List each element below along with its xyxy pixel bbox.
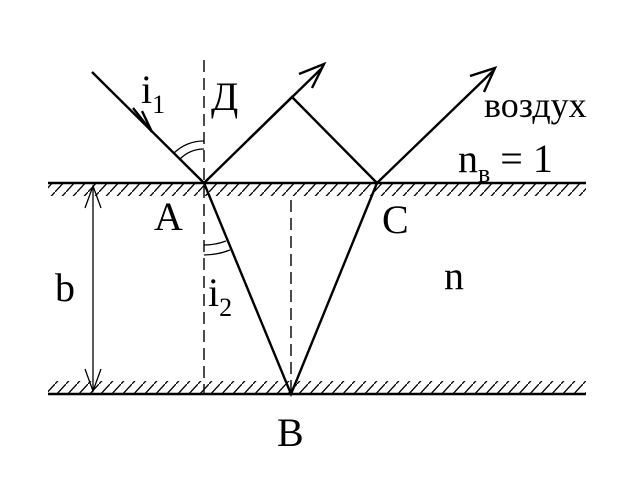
- angle-arc-i2-outer: [203, 249, 231, 256]
- label-B: B: [277, 410, 304, 455]
- bottom-surface-hatching: [48, 381, 586, 393]
- label-n-air: nв = 1: [458, 136, 553, 188]
- angle-arc-i2-inner: [203, 240, 227, 246]
- label-air: воздух: [484, 85, 587, 125]
- reflected-ray-A-branch: [247, 67, 323, 141]
- label-D: Д: [211, 74, 238, 119]
- thickness-arrow-top: [84, 184, 102, 209]
- angle-arc-i1-outer: [173, 140, 205, 154]
- exit-ray-C-arrowhead: [469, 66, 498, 93]
- reflected-ray-A-arrowhead: [298, 61, 327, 89]
- label-n-medium: n: [444, 253, 464, 298]
- label-i2: i2: [208, 270, 232, 322]
- incident-ray-arrowhead: [132, 107, 154, 133]
- thickness-arrow-bottom: [84, 368, 102, 393]
- top-surface-hatching: [48, 184, 586, 196]
- label-i1: i1: [141, 67, 165, 119]
- angle-arc-i1-inner: [179, 148, 205, 160]
- label-A: A: [154, 194, 183, 239]
- label-b: b: [55, 265, 75, 310]
- refracted-ray-ABC: [202, 182, 379, 398]
- label-C: C: [382, 197, 409, 242]
- exit-ray-C: [376, 69, 495, 184]
